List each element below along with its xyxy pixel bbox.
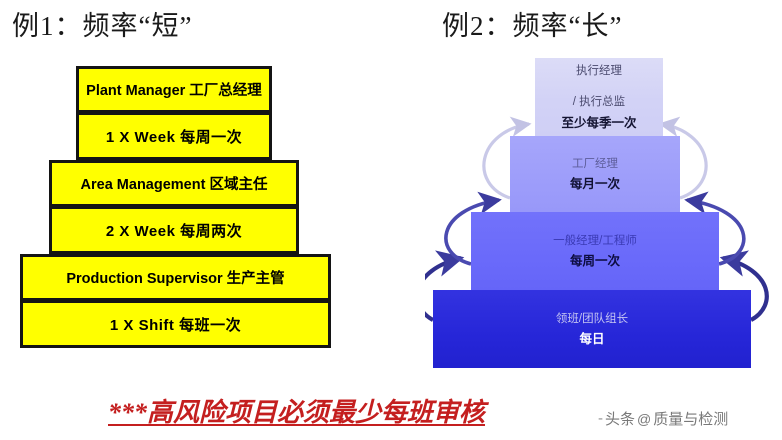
yellow-tier-2-role: Area Management 区域主任 bbox=[49, 160, 299, 207]
watermark-platform: 头条 bbox=[605, 411, 636, 428]
blue-block-1-title-line2: / 执行总监 bbox=[572, 96, 626, 108]
arrow-right-mid bbox=[684, 191, 746, 266]
yellow-tier-3-frequency: 1 X Shift 每班一次 bbox=[20, 301, 331, 348]
blue-block-1-frequency: 至少每季一次 bbox=[561, 115, 637, 130]
blue-block-4-title-line1: 领班/团队组长 bbox=[555, 312, 629, 325]
arrow-right-bottom bbox=[719, 250, 769, 322]
watermark: - 头条 @ 质量与检测 bbox=[598, 408, 728, 429]
escalation-arrows bbox=[425, 116, 769, 322]
blue-block-4-frequency: 每日 bbox=[579, 332, 605, 347]
yellow-tier-2: Area Management 区域主任 2 X Week 每周两次 bbox=[49, 160, 299, 254]
yellow-tier-1-role: Plant Manager 工厂总经理 bbox=[76, 66, 272, 113]
warning-caption: ***高风险项目必须最少每班审核 bbox=[108, 398, 486, 427]
arrow-left-bottom bbox=[425, 250, 465, 322]
heading-example-2: 例2：频率“长” bbox=[442, 11, 623, 41]
blue-block-3-frequency: 每周一次 bbox=[569, 254, 620, 269]
heading-example-1: 例1：频率“短” bbox=[12, 11, 193, 41]
yellow-tier-3-role: Production Supervisor 生产主管 bbox=[20, 254, 331, 301]
watermark-account: 质量与检测 bbox=[653, 411, 729, 428]
blue-block-general-manager: 一般经理/工程师 每周一次 bbox=[471, 212, 719, 290]
arrow-left-top bbox=[482, 116, 532, 200]
blue-block-executive: 执行经理 / 执行总监 至少每季一次 bbox=[535, 58, 663, 136]
watermark-dash: - bbox=[598, 410, 603, 427]
blue-block-2-title-line1: 工厂经理 bbox=[572, 157, 618, 170]
yellow-tier-3: Production Supervisor 生产主管 1 X Shift 每班一… bbox=[20, 254, 331, 348]
blue-block-1-title-line1: 执行经理 bbox=[576, 65, 622, 78]
blue-pyramid-diagram: 执行经理 / 执行总监 至少每季一次 工厂经理 每月一次 一般经理/工程师 每周… bbox=[425, 58, 775, 368]
blue-block-3-title-line1: 一般经理/工程师 bbox=[553, 234, 637, 247]
arrow-left-mid bbox=[444, 191, 502, 266]
arrow-right-top bbox=[658, 116, 708, 200]
blue-block-plant-manager: 工厂经理 每月一次 bbox=[510, 136, 680, 212]
blue-block-2-frequency: 每月一次 bbox=[569, 177, 620, 192]
yellow-tier-1-frequency: 1 X Week 每周一次 bbox=[76, 113, 272, 160]
blue-block-team-leader: 领班/团队组长 每日 bbox=[433, 290, 751, 368]
yellow-tier-1: Plant Manager 工厂总经理 1 X Week 每周一次 bbox=[76, 66, 272, 160]
watermark-at-sign: @ bbox=[637, 410, 652, 427]
yellow-tier-2-frequency: 2 X Week 每周两次 bbox=[49, 207, 299, 254]
yellow-pyramid-diagram: Plant Manager 工厂总经理 1 X Week 每周一次 Area M… bbox=[20, 66, 380, 366]
